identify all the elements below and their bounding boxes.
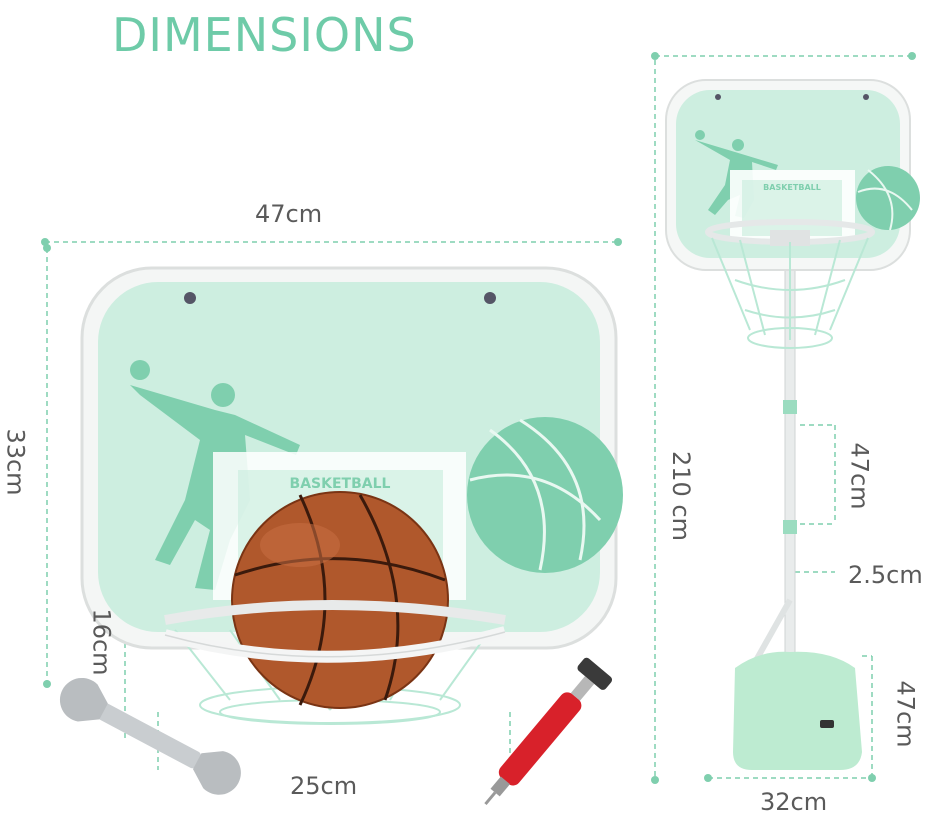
dim-pole-section: 47cm [845, 442, 874, 510]
backboard-label: BASKETBALL [290, 476, 391, 492]
stand-small: BASKETBALL [665, 79, 920, 770]
dimension-endpoints-left [41, 238, 622, 688]
page-title: DIMENSIONS [112, 8, 417, 62]
dim-board-width: 47cm [255, 200, 323, 228]
backboard-large: BASKETBALL [80, 266, 623, 650]
dimension-endpoints-right [651, 52, 916, 784]
basketball [231, 491, 449, 709]
board-ball-graphic [467, 417, 623, 573]
pump [484, 657, 613, 806]
rim-large [163, 600, 507, 663]
backboard-label-small: BASKETBALL [763, 183, 821, 192]
dimension-lines-right [654, 55, 912, 780]
dim-total-height: 210 cm [667, 450, 696, 542]
dim-base-height: 47cm [891, 680, 920, 748]
dim-hoop-diameter: 25cm [290, 772, 358, 800]
dim-board-height: 33cm [1, 428, 30, 496]
dim-hoop-height: 16cm [87, 608, 116, 676]
wrench [59, 677, 241, 795]
dim-base-width: 32cm [760, 788, 828, 816]
dim-pole-diameter: 2.5cm [848, 561, 923, 589]
